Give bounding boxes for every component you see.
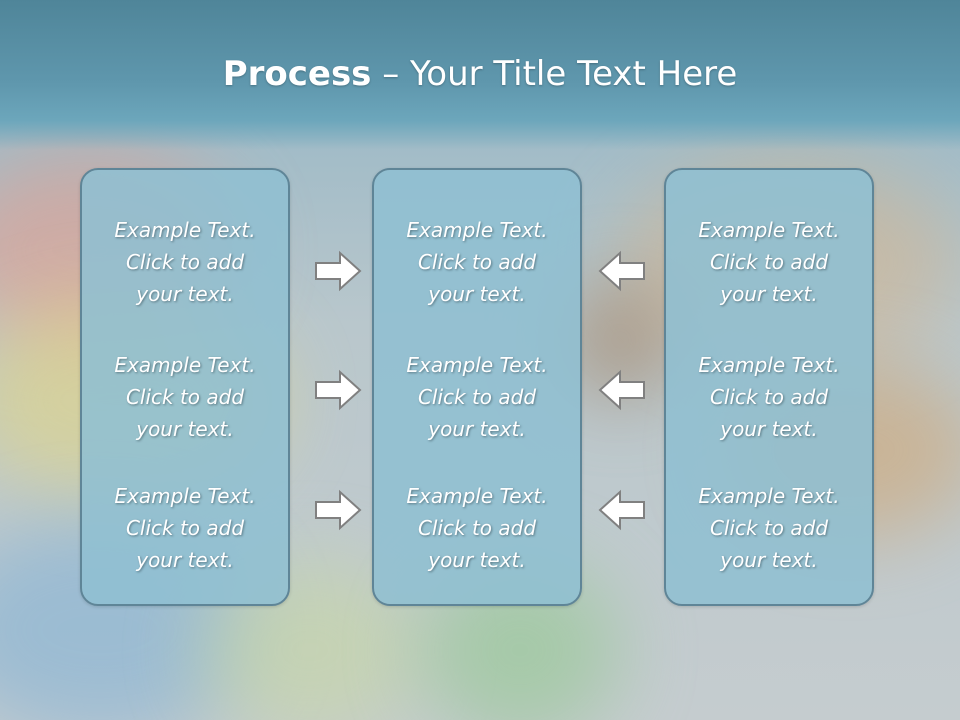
text-placeholder[interactable]: Example Text. Click to add your text. <box>114 218 256 306</box>
text-placeholder[interactable]: Example Text. Click to add your text. <box>698 353 840 441</box>
left-arrow-icon <box>598 250 645 292</box>
right-arrow-icon <box>315 250 362 292</box>
text-placeholder[interactable]: Example Text. Click to add your text. <box>406 218 548 306</box>
title-bold: Process <box>222 54 372 94</box>
process-box-right[interactable]: Example Text. Click to add your text. Ex… <box>664 168 874 606</box>
left-arrow-icon <box>598 369 645 411</box>
title-rest: – Your Title Text Here <box>371 54 738 94</box>
text-placeholder[interactable]: Example Text. Click to add your text. <box>698 484 840 572</box>
title-bar <box>0 0 960 150</box>
slide-title[interactable]: Process – Your Title Text Here <box>0 52 960 96</box>
left-arrow-icon <box>598 489 645 531</box>
text-placeholder[interactable]: Example Text. Click to add your text. <box>406 484 548 572</box>
text-placeholder[interactable]: Example Text. Click to add your text. <box>114 484 256 572</box>
text-placeholder[interactable]: Example Text. Click to add your text. <box>114 353 256 441</box>
process-box-left[interactable]: Example Text. Click to add your text. Ex… <box>80 168 290 606</box>
right-arrow-icon <box>315 489 362 531</box>
text-placeholder[interactable]: Example Text. Click to add your text. <box>698 218 840 306</box>
text-placeholder[interactable]: Example Text. Click to add your text. <box>406 353 548 441</box>
process-box-center[interactable]: Example Text. Click to add your text. Ex… <box>372 168 582 606</box>
right-arrow-icon <box>315 369 362 411</box>
